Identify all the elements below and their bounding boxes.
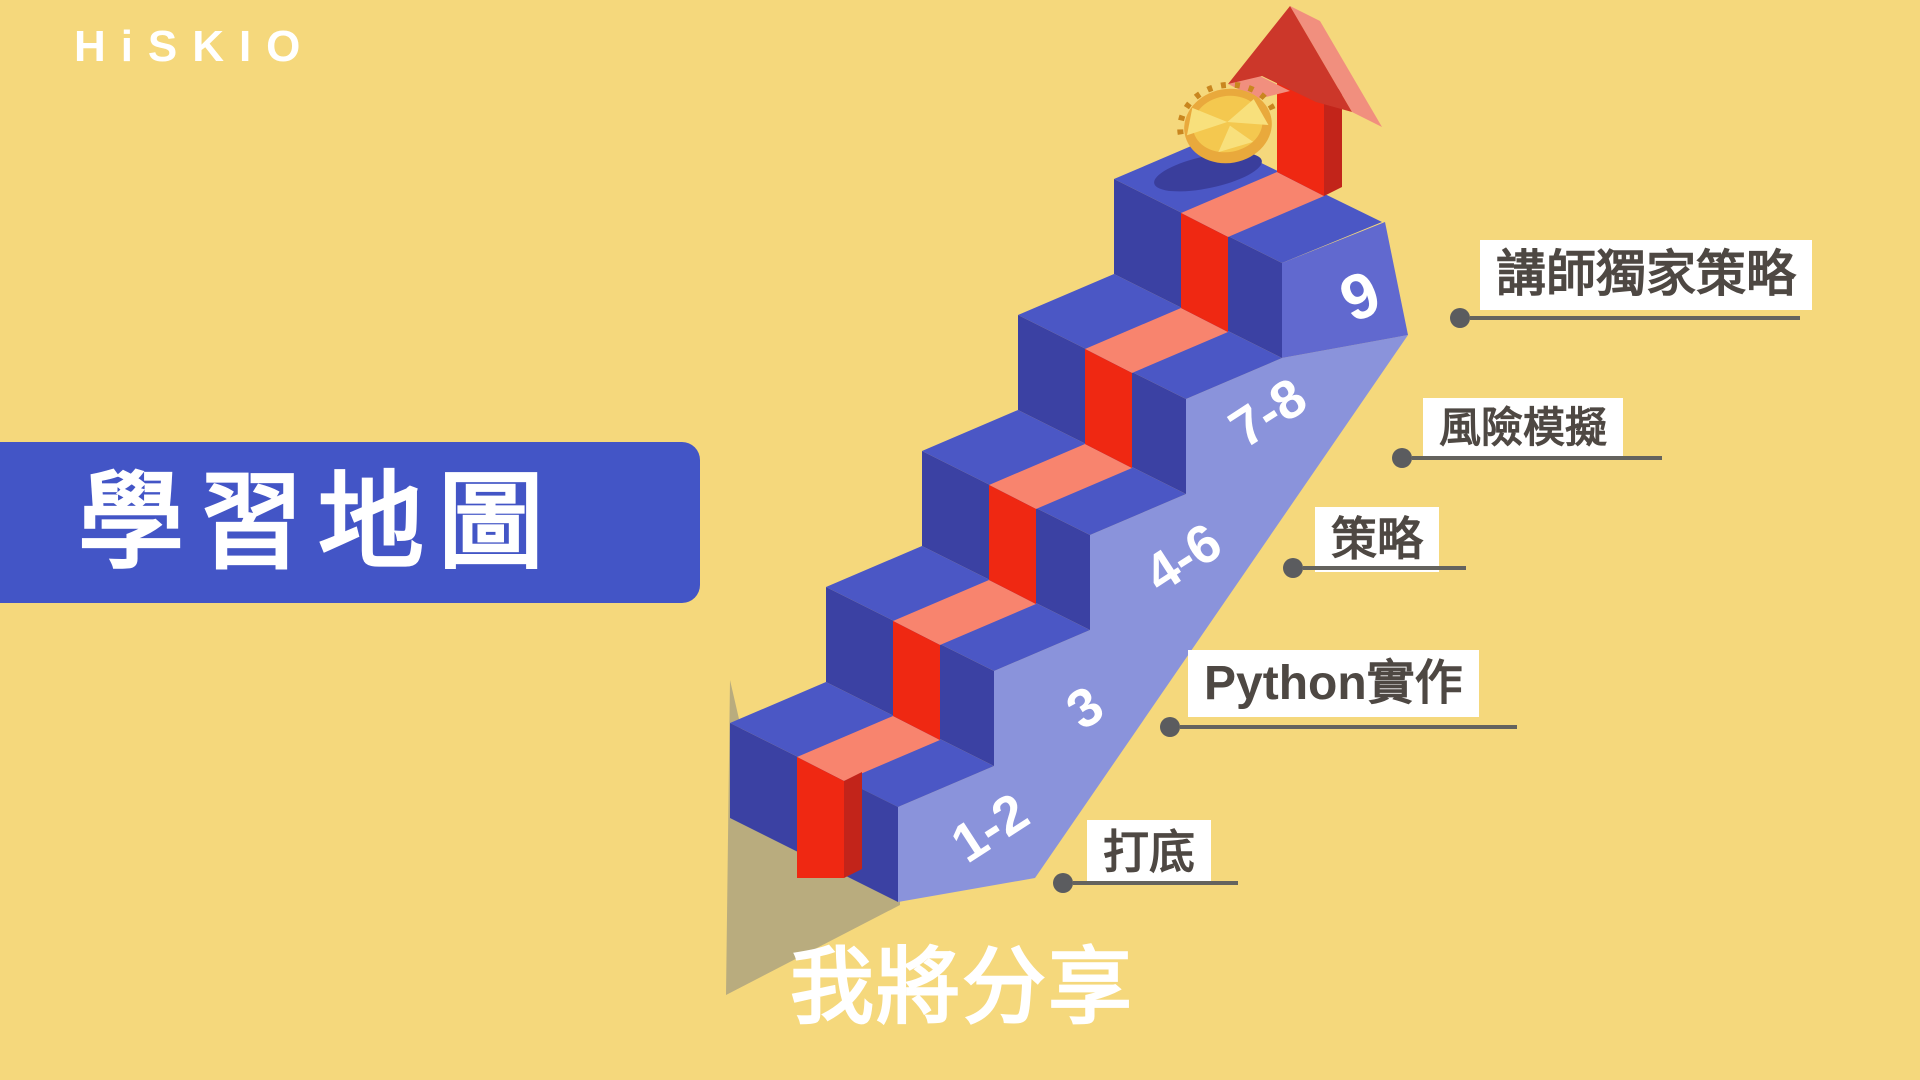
connector-dot: [1283, 558, 1303, 578]
ribbon-tongue: [797, 757, 862, 878]
connector-dot: [1392, 448, 1412, 468]
growth-arrow-icon: [1228, 6, 1382, 127]
page-title: 學習地圖: [78, 463, 558, 582]
connector-dot: [1450, 308, 1470, 328]
hiskio-logo: HiSKIO: [74, 22, 316, 71]
connector-line: [1303, 566, 1466, 570]
bottom-caption: 我將分享: [790, 940, 1135, 1034]
gold-coin-icon: [1177, 81, 1279, 164]
connector-line: [1412, 456, 1662, 460]
connector-line: [1073, 881, 1238, 885]
milestone-label-foundation: 打底: [1087, 820, 1211, 885]
stair-side-ramp: [898, 335, 1408, 902]
connector-dot: [1160, 717, 1180, 737]
red-path-ribbon: [797, 72, 1342, 878]
ribbon-shaft: [1277, 72, 1342, 196]
title-banner: 學習地圖: [0, 442, 700, 603]
connector-line: [1470, 316, 1800, 320]
milestone-label-python-practice: Python實作: [1188, 650, 1479, 718]
connector-line: [1180, 725, 1517, 729]
connector-dot: [1053, 873, 1073, 893]
milestone-label-instructor-strategy: 講師獨家策略: [1480, 240, 1812, 310]
milestone-label-risk-simulation: 風險模擬: [1423, 398, 1624, 459]
milestone-label-strategy: 策略: [1315, 507, 1439, 572]
stair-side-top-step: [1282, 222, 1408, 358]
